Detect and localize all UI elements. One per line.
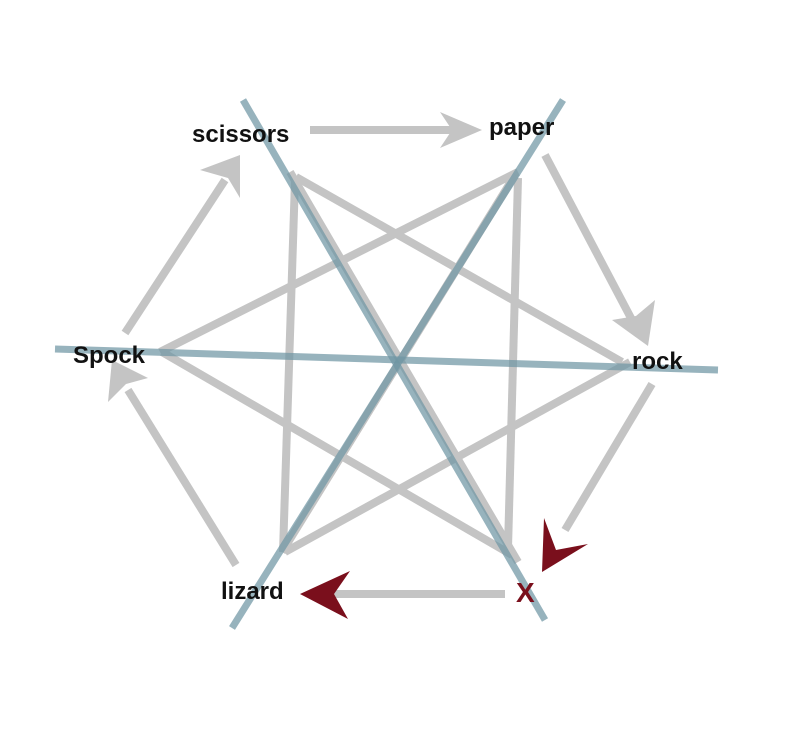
edge-scissors-x [286,169,522,565]
outer-arrows [108,112,656,598]
highlight-lines [54,98,719,630]
edge-spock-x [159,348,515,559]
arrowhead-spock-scissors [200,155,240,198]
node-label-paper: paper [489,114,554,141]
arrow-lizard-spock [124,387,240,568]
edge-scissors-lizard [279,179,299,553]
highlight-arrowheads [300,518,588,619]
node-label-x: X [516,577,535,608]
arrowhead-rock-x-highlight [542,518,588,572]
line-spock-rock [54,345,719,374]
arrowhead-scissors-paper [440,112,482,148]
arrowhead-lizard-spock [108,360,148,402]
node-label-rock: rock [632,348,683,375]
arrowhead-x-lizard-highlight [300,571,350,619]
line-paper-lizard [229,98,566,630]
node-label-lizard: lizard [221,578,284,605]
arrowhead-paper-rock [612,300,655,346]
arrow-paper-rock [541,153,636,322]
node-label-spock: Spock [73,342,146,369]
node-labels: scissors paper rock X lizard Spock [73,114,683,608]
arrow-spock-scissors [121,177,229,336]
node-label-scissors: scissors [192,121,289,148]
line-scissors-x [239,98,549,622]
edge-rock-lizard [283,358,632,556]
arrow-rock-x [561,381,656,533]
